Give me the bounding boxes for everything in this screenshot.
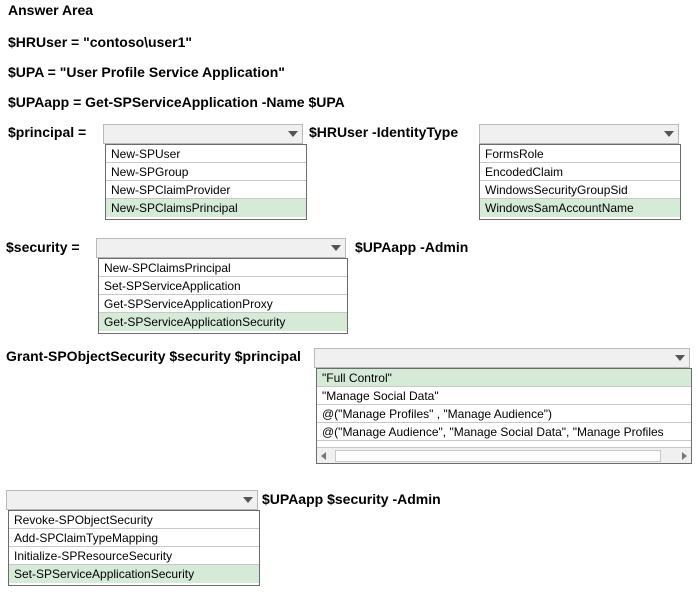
security-option-selected[interactable]: Get-SPServiceApplicationSecurity bbox=[99, 313, 347, 331]
principal-option[interactable]: New-SPClaimProvider bbox=[106, 181, 306, 199]
identitytype-option[interactable]: FormsRole bbox=[480, 145, 680, 163]
identitytype-label: $HRUser -IdentityType bbox=[309, 124, 459, 140]
security-option[interactable]: New-SPClaimsPrincipal bbox=[99, 259, 347, 277]
final-suffix: $UPAapp $security -Admin bbox=[262, 491, 441, 507]
grant-dropdown[interactable] bbox=[314, 348, 690, 368]
grant-option[interactable]: @("Manage Audience", "Manage Social Data… bbox=[317, 423, 691, 441]
principal-dropdown[interactable] bbox=[103, 124, 303, 144]
answer-area-title: Answer Area bbox=[8, 2, 94, 18]
security-option[interactable]: Get-SPServiceApplicationProxy bbox=[99, 295, 347, 313]
horizontal-scrollbar[interactable] bbox=[317, 447, 691, 463]
identitytype-option[interactable]: EncodedClaim bbox=[480, 163, 680, 181]
grant-option[interactable]: @("Manage Profiles" , "Manage Audience") bbox=[317, 405, 691, 423]
security-dropdown[interactable] bbox=[96, 238, 346, 258]
identitytype-option-selected[interactable]: WindowsSamAccountName bbox=[480, 199, 680, 217]
identitytype-option[interactable]: WindowsSecurityGroupSid bbox=[480, 181, 680, 199]
grant-option-selected[interactable]: "Full Control" bbox=[317, 369, 691, 387]
principal-options-list: New-SPUser New-SPGroup New-SPClaimProvid… bbox=[105, 144, 307, 220]
chevron-down-icon bbox=[331, 245, 341, 251]
final-options-list: Revoke-SPObjectSecurity Add-SPClaimTypeM… bbox=[8, 510, 260, 586]
chevron-down-icon bbox=[664, 131, 674, 137]
grant-options-list: "Full Control" "Manage Social Data" @("M… bbox=[316, 368, 692, 464]
final-dropdown[interactable] bbox=[6, 490, 258, 510]
hruser-line: $HRUser = "contoso\user1" bbox=[8, 34, 193, 50]
upaapp-line: $UPAapp = Get-SPServiceApplication -Name… bbox=[8, 94, 345, 110]
chevron-down-icon bbox=[675, 355, 685, 361]
security-suffix: $UPAapp -Admin bbox=[355, 239, 469, 255]
final-option[interactable]: Add-SPClaimTypeMapping bbox=[9, 529, 259, 547]
security-label: $security = bbox=[6, 239, 80, 255]
final-option[interactable]: Revoke-SPObjectSecurity bbox=[9, 511, 259, 529]
chevron-down-icon bbox=[288, 131, 298, 137]
scroll-thumb[interactable] bbox=[335, 450, 661, 462]
identitytype-dropdown[interactable] bbox=[479, 124, 679, 144]
scroll-left-icon[interactable] bbox=[321, 452, 326, 460]
security-option[interactable]: Set-SPServiceApplication bbox=[99, 277, 347, 295]
final-option-selected[interactable]: Set-SPServiceApplicationSecurity bbox=[9, 565, 259, 583]
security-options-list: New-SPClaimsPrincipal Set-SPServiceAppli… bbox=[98, 258, 348, 334]
identitytype-options-list: FormsRole EncodedClaim WindowsSecurityGr… bbox=[479, 144, 681, 220]
chevron-down-icon bbox=[243, 497, 253, 503]
grant-label: Grant-SPObjectSecurity $security $princi… bbox=[6, 348, 301, 364]
principal-option[interactable]: New-SPUser bbox=[106, 145, 306, 163]
grant-option[interactable]: "Manage Social Data" bbox=[317, 387, 691, 405]
upa-line: $UPA = "User Profile Service Application… bbox=[8, 64, 285, 80]
principal-option-selected[interactable]: New-SPClaimsPrincipal bbox=[106, 199, 306, 217]
final-option[interactable]: Initialize-SPResourceSecurity bbox=[9, 547, 259, 565]
principal-label: $principal = bbox=[8, 124, 87, 140]
principal-option[interactable]: New-SPGroup bbox=[106, 163, 306, 181]
scroll-right-icon[interactable] bbox=[682, 452, 687, 460]
